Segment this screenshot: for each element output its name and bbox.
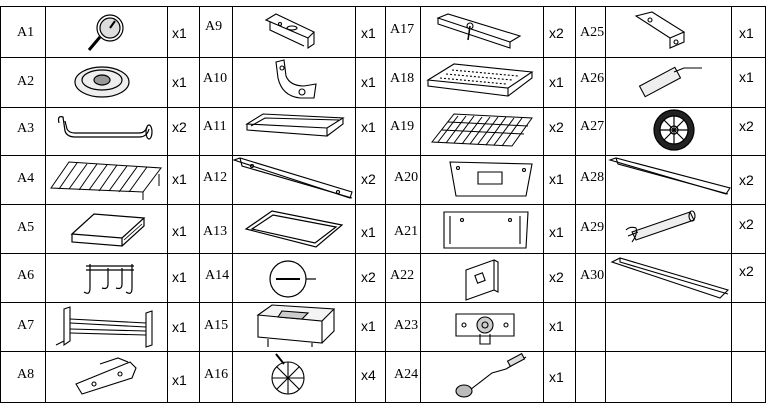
part-id: A23 bbox=[394, 318, 419, 333]
part-id: A8 bbox=[17, 367, 35, 382]
cooking-grate-icon bbox=[428, 110, 536, 150]
part-qty: x1 bbox=[549, 369, 564, 385]
part-id: A27 bbox=[580, 119, 605, 134]
part-qty: x1 bbox=[549, 318, 564, 334]
part-qty: x1 bbox=[549, 224, 564, 240]
part-qty: x1 bbox=[172, 223, 187, 239]
part-id: A18 bbox=[390, 71, 415, 86]
frame-crossbar-icon bbox=[48, 305, 160, 349]
crank-bracket-icon bbox=[452, 306, 518, 346]
part-id: A19 bbox=[390, 119, 415, 134]
part-qty: x2 bbox=[739, 172, 754, 188]
part-id: A12 bbox=[203, 170, 228, 185]
part-qty: x2 bbox=[549, 269, 564, 285]
grill-lid-icon bbox=[252, 303, 340, 349]
part-id: A30 bbox=[580, 268, 605, 283]
part-id: A3 bbox=[17, 121, 35, 136]
part-qty: x1 bbox=[172, 171, 187, 187]
part-id: A2 bbox=[17, 74, 35, 89]
part-id: A29 bbox=[580, 220, 605, 235]
side-panel-icon bbox=[440, 208, 532, 252]
part-id: A28 bbox=[580, 170, 605, 185]
part-id: A26 bbox=[580, 71, 605, 86]
part-id: A20 bbox=[394, 170, 419, 185]
part-id: A24 bbox=[394, 367, 419, 382]
axle-handle-icon bbox=[636, 60, 706, 102]
wheel-hub-icon bbox=[266, 352, 316, 402]
angle-bracket-icon bbox=[262, 10, 318, 52]
part-qty: x1 bbox=[172, 319, 187, 335]
part-qty: x2 bbox=[361, 269, 376, 285]
part-id: A5 bbox=[17, 220, 35, 235]
part-qty: x1 bbox=[172, 372, 187, 388]
part-qty: x2 bbox=[361, 171, 376, 187]
bottom-shelf-icon bbox=[242, 207, 346, 253]
part-qty: x2 bbox=[549, 119, 564, 135]
part-id: A10 bbox=[203, 71, 228, 86]
part-id: A22 bbox=[390, 268, 415, 283]
part-id: A6 bbox=[17, 268, 35, 283]
part-qty: x2 bbox=[739, 263, 754, 279]
part-id: A13 bbox=[203, 224, 228, 239]
channel-rail-icon bbox=[610, 256, 730, 302]
part-qty: x1 bbox=[549, 74, 564, 90]
hinge-bracket-icon bbox=[632, 10, 688, 50]
bottom-tray-icon bbox=[243, 110, 347, 144]
crank-handle-icon bbox=[452, 353, 530, 401]
part-id: A21 bbox=[394, 224, 419, 239]
part-qty: x1 bbox=[739, 69, 754, 85]
part-id: A17 bbox=[390, 22, 415, 37]
wheel-icon bbox=[652, 108, 696, 152]
part-qty: x2 bbox=[739, 118, 754, 134]
part-id: A16 bbox=[204, 367, 229, 382]
part-qty: x1 bbox=[361, 224, 376, 240]
charcoal-pan-bracket-icon bbox=[434, 10, 524, 48]
part-id: A15 bbox=[204, 318, 229, 333]
tool-hook-rack-icon bbox=[80, 258, 140, 300]
part-qty: x1 bbox=[172, 269, 187, 285]
part-id: A4 bbox=[17, 171, 35, 186]
part-qty: x1 bbox=[172, 25, 187, 41]
part-qty: x4 bbox=[361, 367, 376, 383]
part-qty: x2 bbox=[172, 119, 187, 135]
part-id: A1 bbox=[17, 25, 35, 40]
front-panel-icon bbox=[446, 158, 536, 200]
part-qty: x1 bbox=[361, 25, 376, 41]
part-qty: x1 bbox=[549, 171, 564, 187]
curved-handle-bar-icon bbox=[55, 113, 155, 147]
mounting-plate-icon bbox=[72, 354, 142, 398]
long-rail-icon bbox=[232, 156, 356, 202]
round-knob-icon bbox=[266, 257, 320, 303]
part-id: A14 bbox=[205, 268, 230, 283]
thermometer-icon bbox=[84, 12, 128, 54]
leg-tube-icon bbox=[622, 206, 702, 250]
curved-bracket-icon bbox=[270, 58, 320, 104]
part-qty: x2 bbox=[739, 216, 754, 232]
part-qty: x1 bbox=[361, 74, 376, 90]
part-qty: x1 bbox=[361, 318, 376, 334]
part-qty: x1 bbox=[739, 25, 754, 41]
warming-rack-icon bbox=[47, 158, 165, 204]
charcoal-pan-icon bbox=[424, 60, 536, 104]
small-panel-icon bbox=[462, 256, 502, 302]
part-qty: x1 bbox=[172, 74, 187, 90]
part-id: A7 bbox=[17, 318, 35, 333]
part-id: A11 bbox=[203, 119, 227, 134]
lid-handle-bracket-icon bbox=[72, 62, 132, 102]
side-shelf-icon bbox=[68, 208, 148, 248]
part-qty: x1 bbox=[361, 119, 376, 135]
part-qty: x2 bbox=[549, 25, 564, 41]
angle-rail-icon bbox=[608, 156, 732, 198]
part-id: A25 bbox=[580, 25, 605, 40]
part-id: A9 bbox=[205, 19, 223, 34]
